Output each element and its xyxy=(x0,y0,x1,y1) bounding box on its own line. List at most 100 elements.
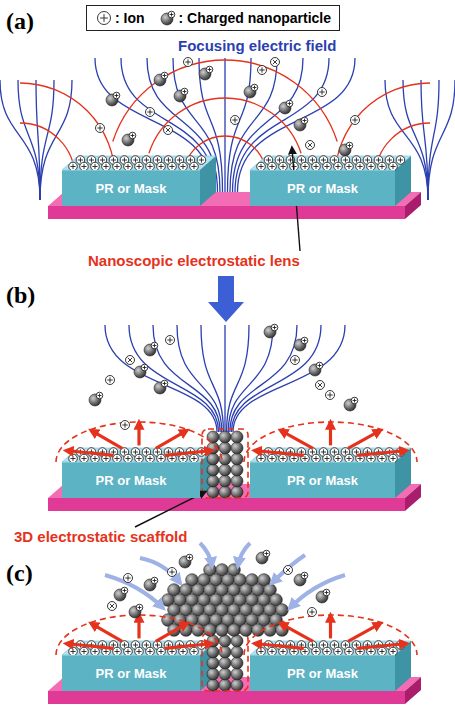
ion-plus xyxy=(376,157,381,162)
ion-cross xyxy=(318,383,323,388)
ion-plus xyxy=(379,649,384,654)
ion-plus xyxy=(163,382,167,386)
ion-symbol xyxy=(124,574,133,583)
ion-plus xyxy=(92,456,97,461)
ion-plus xyxy=(92,164,97,169)
ion-plus xyxy=(131,134,135,138)
equipotential-arc xyxy=(113,60,337,142)
ion-plus xyxy=(379,456,384,461)
ion-plus xyxy=(81,649,86,654)
ion-plus xyxy=(348,144,352,148)
ion-circle xyxy=(96,124,105,133)
substrate-side xyxy=(405,192,421,219)
panel-c xyxy=(48,543,421,704)
nanoparticle-sphere xyxy=(309,364,321,376)
nanoparticle-sphere xyxy=(129,606,141,618)
attraction-arrow xyxy=(238,543,250,566)
attraction-arrow xyxy=(290,575,345,608)
ion-plus xyxy=(122,422,127,427)
nanoparticle-sphere xyxy=(207,679,219,691)
ion-circle xyxy=(271,58,280,67)
ion-plus xyxy=(188,556,192,560)
nanoparticle xyxy=(219,679,231,691)
field-line xyxy=(36,80,40,200)
mask-block: PR or Mask xyxy=(62,655,200,691)
ion-plus xyxy=(133,157,138,162)
nanoparticle-sphere xyxy=(231,442,243,454)
ion-plus xyxy=(357,164,362,169)
nanoparticle xyxy=(309,362,323,376)
nanoparticle-sphere xyxy=(244,86,256,98)
nanoparticle xyxy=(161,11,175,25)
ion-cross xyxy=(308,143,313,148)
nanoparticle xyxy=(231,453,243,465)
ion-plus xyxy=(125,164,130,169)
ion-circle xyxy=(197,156,206,165)
nanoparticle-sphere xyxy=(219,486,231,498)
ion-circle xyxy=(206,66,213,73)
nanoparticle xyxy=(231,679,243,691)
ion-symbol xyxy=(206,66,213,73)
ion-circle xyxy=(306,141,315,150)
nanoparticle-sphere xyxy=(231,646,243,658)
ion-cross xyxy=(286,568,291,573)
ion-plus xyxy=(321,157,326,162)
nanoparticle-sphere xyxy=(89,394,101,406)
nanoparticle-sphere xyxy=(219,475,231,487)
ion-plus xyxy=(303,119,307,123)
ion-symbol xyxy=(351,397,358,404)
ion-plus xyxy=(136,649,141,654)
ion-plus xyxy=(169,569,174,574)
ion-plus xyxy=(143,366,147,370)
crossed-ion-symbol xyxy=(306,141,315,150)
ion-circle xyxy=(326,391,335,400)
ion-circle xyxy=(113,92,120,99)
ion-plus xyxy=(147,164,152,169)
block-label: PR or Mask xyxy=(287,666,358,681)
nanoparticle xyxy=(294,117,308,131)
ion-plus xyxy=(144,449,149,454)
legend-swatch xyxy=(159,9,177,27)
ion-circle xyxy=(291,356,300,365)
nanoparticle-sphere xyxy=(216,624,229,637)
nanoparticle-sphere xyxy=(219,635,231,647)
ion-symbol xyxy=(301,337,308,344)
ion-circle xyxy=(263,550,270,557)
nanoparticle-sphere xyxy=(219,442,231,454)
ion-plus xyxy=(191,164,196,169)
ion-circle xyxy=(251,84,258,91)
repulsion-arrow xyxy=(165,451,212,456)
ion-symbol xyxy=(351,116,360,125)
nanoparticle xyxy=(154,380,168,394)
ion-symbol xyxy=(151,577,158,584)
ion-circle xyxy=(161,380,168,387)
nanoparticle-sphere xyxy=(207,475,219,487)
ion-circle xyxy=(146,108,155,117)
ion-circle xyxy=(286,100,293,107)
field-line xyxy=(105,325,217,432)
ion-circle xyxy=(396,156,405,165)
equipotential-arc xyxy=(335,83,430,178)
ion-plus xyxy=(158,649,163,654)
ion-symbol xyxy=(263,550,270,557)
ion-plus xyxy=(78,157,83,162)
field-boundary xyxy=(56,422,222,462)
callout-label: Nanoscopic electrostatic lens xyxy=(88,252,300,269)
nanoparticle-sphere xyxy=(207,646,219,658)
ion-plus xyxy=(92,649,97,654)
ion-plus xyxy=(144,642,149,647)
nanoparticle-sphere xyxy=(174,90,186,102)
mask-block: PR or Mask xyxy=(62,462,200,498)
crossed-ion-symbol xyxy=(126,356,135,365)
mask-top-face xyxy=(250,156,411,170)
nanoparticle xyxy=(219,475,231,487)
ion-plus xyxy=(325,591,329,595)
nanoparticle-sphere xyxy=(344,399,356,411)
field-line xyxy=(428,80,455,200)
ion-plus xyxy=(144,157,149,162)
mask-block: PR or Mask xyxy=(250,170,395,206)
nanoparticle xyxy=(179,554,193,568)
nanoparticle xyxy=(134,364,148,378)
ion-circle xyxy=(351,116,360,125)
